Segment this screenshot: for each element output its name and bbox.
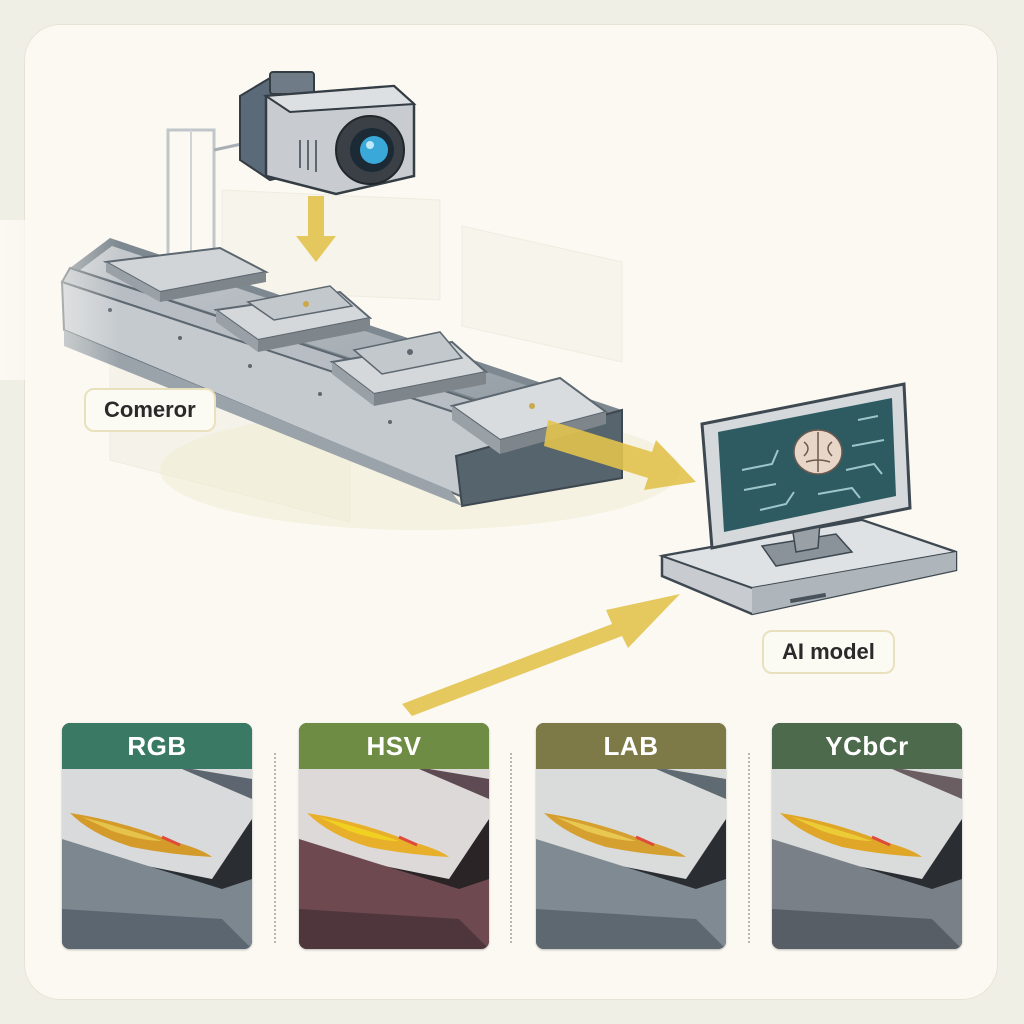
defect-image-rgb (62, 769, 252, 949)
defect-image-lab (536, 769, 726, 949)
defect-image-hsv (299, 769, 489, 949)
camera-to-belt-arrow (296, 196, 336, 262)
panel-lab: LAB (536, 723, 726, 949)
panel-title: RGB (62, 723, 252, 769)
camera-icon (239, 71, 417, 196)
metal-plate-1 (102, 246, 270, 302)
divider (510, 753, 514, 943)
color-space-panels: RGB HSV LAB (62, 723, 962, 949)
divider (274, 753, 278, 943)
belt-to-ai-arrow (544, 420, 696, 490)
divider (748, 753, 752, 943)
panel-title: LAB (536, 723, 726, 769)
panel-title: HSV (299, 723, 489, 769)
metal-plate-2 (213, 285, 373, 352)
conveyor-label: Comeror (84, 388, 216, 432)
defect-image-ycbcr (772, 769, 962, 949)
images-to-ai-arrow (402, 594, 680, 716)
brain-icon (793, 429, 843, 475)
panel-rgb: RGB (62, 723, 252, 949)
monitor-icon (658, 382, 958, 616)
ai-model-label: AI model (762, 630, 895, 674)
panel-title: YCbCr (772, 723, 962, 769)
panel-hsv: HSV (299, 723, 489, 949)
panel-ycbcr: YCbCr (772, 723, 962, 949)
metal-plate-3 (329, 331, 489, 406)
